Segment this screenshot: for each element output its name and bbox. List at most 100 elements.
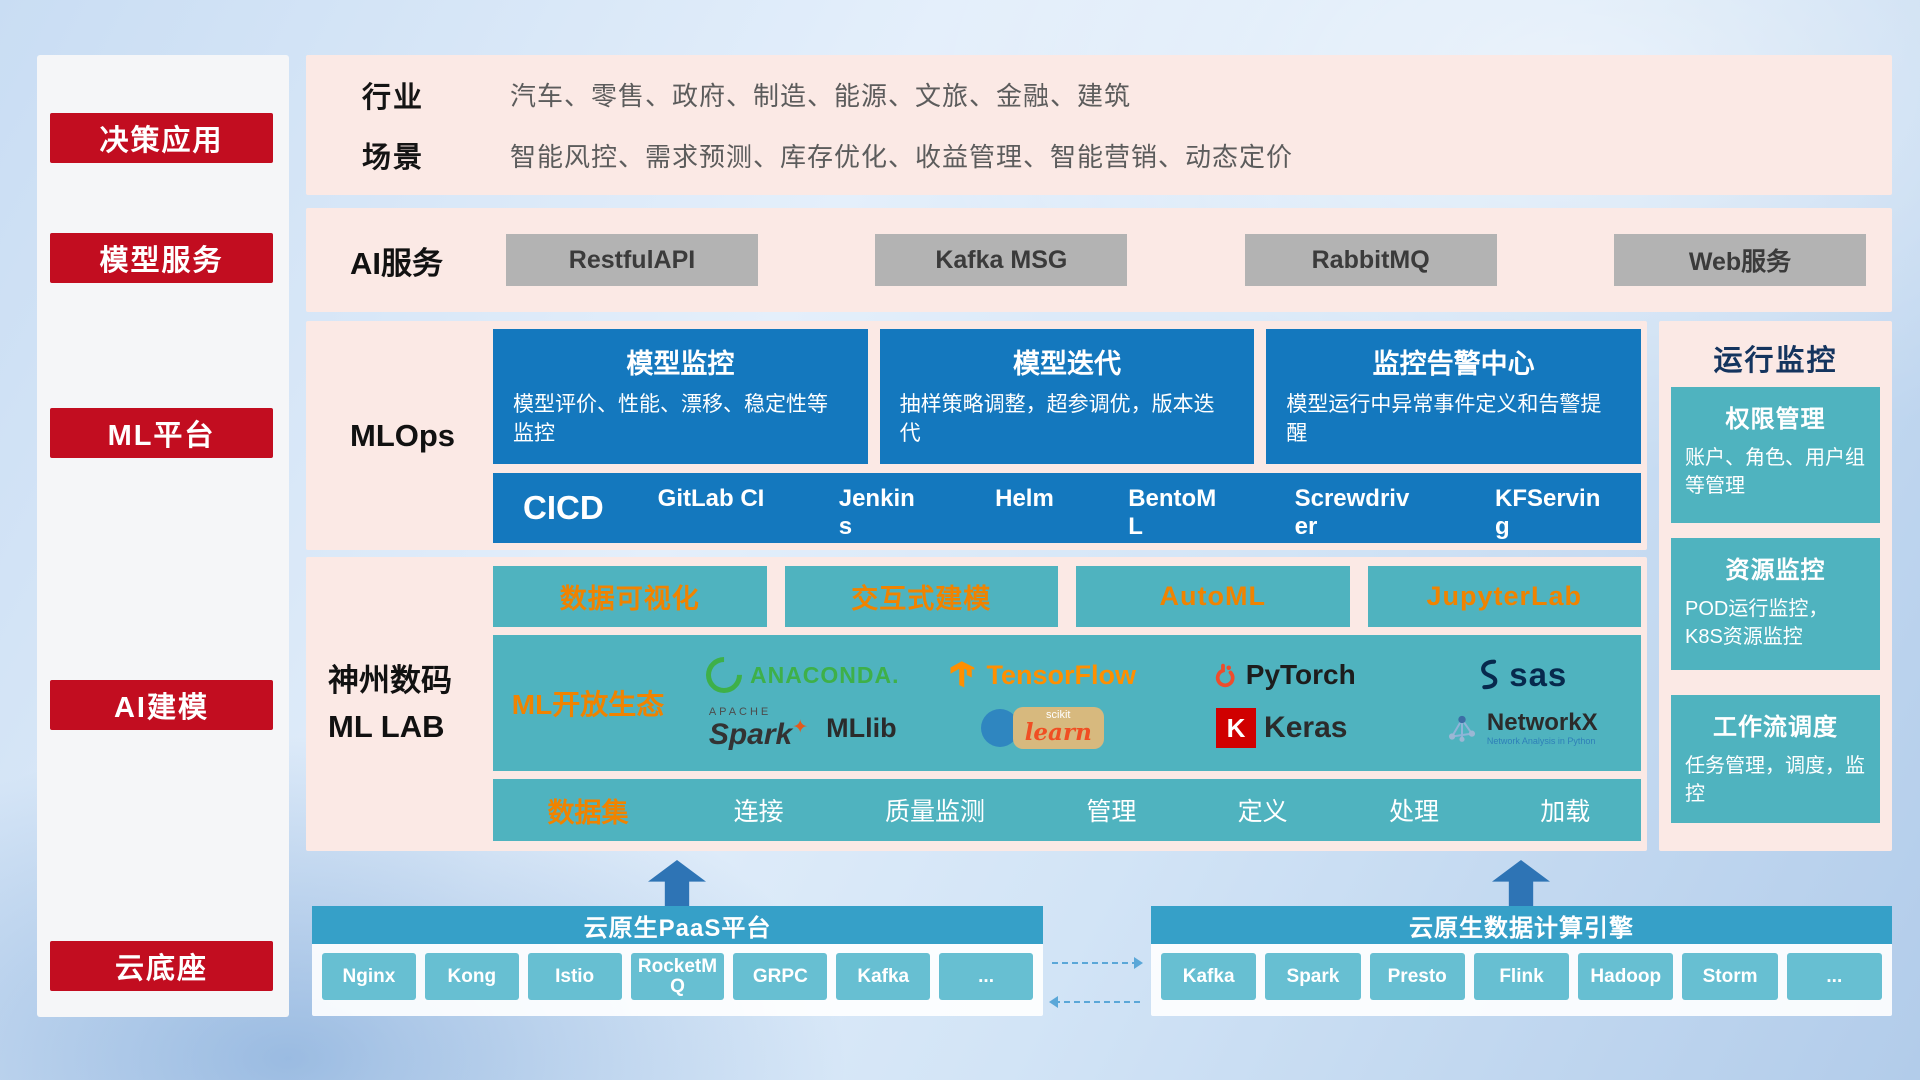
dataset-item-connect: 连接 (733, 798, 784, 826)
automl-button[interactable]: AutoML (1076, 566, 1350, 627)
industry-row: 行业 汽车、零售、政府、制造、能源、文旅、金融、建筑 (362, 74, 1892, 116)
runtime-monitoring-title: 运行监控 (1713, 345, 1838, 377)
paas-platform-group: 云原生PaaS平台 Nginx Kong Istio RocketMQ GRPC… (312, 906, 1043, 1016)
chip-engine-more[interactable]: ... (1786, 953, 1882, 1000)
sidebar-item-model-service[interactable]: 模型服务 (50, 233, 273, 283)
anaconda-icon (698, 649, 750, 701)
spark-mllib-logo: APACHE Spark✦ MLlib (683, 706, 923, 750)
model-monitoring-title: 模型监控 (626, 349, 735, 379)
ml-lab-label-line1: 神州数码 (328, 662, 452, 698)
chip-storm[interactable]: Storm (1682, 953, 1778, 1000)
ai-service-label: AI服务 (350, 245, 443, 281)
spark-apache-label: APACHE (708, 706, 772, 718)
workflow-scheduling-title: 工作流调度 (1713, 714, 1838, 741)
scene-list: 智能风控、需求预测、库存优化、收益管理、智能营销、动态定价 (510, 141, 1294, 172)
dataset-item-quality: 质量监测 (884, 798, 985, 826)
data-visualization-button[interactable]: 数据可视化 (493, 566, 767, 627)
dashed-arrow-right-icon (1052, 957, 1143, 969)
chip-spark[interactable]: Spark (1265, 953, 1361, 1000)
permission-management-card: 权限管理 账户、角色、用户组等管理 (1671, 387, 1880, 523)
workflow-scheduling-desc: 任务管理，调度，监控 (1685, 755, 1865, 805)
tensorflow-wordmark: TensorFlow (986, 659, 1136, 690)
chip-flink[interactable]: Flink (1473, 953, 1570, 1000)
chip-hadoop[interactable]: Hadoop (1578, 953, 1674, 1000)
scikit-learn-logo: scikit learn (923, 707, 1163, 749)
mlops-label: MLOps (350, 417, 456, 453)
ml-lab-tools: 数据可视化 交互式建模 AutoML JupyterLab (493, 566, 1641, 627)
chip-istio[interactable]: Istio (527, 953, 622, 1000)
chip-presto[interactable]: Presto (1369, 953, 1465, 1000)
model-monitoring-card: 模型监控 模型评价、性能、漂移、稳定性等监控 (493, 329, 868, 464)
chip-engine-kafka[interactable]: Kafka (1161, 953, 1257, 1000)
sidebar-item-cloud-base[interactable]: 云底座 (50, 941, 273, 991)
sas-wordmark: sas (1509, 656, 1568, 693)
chip-kong[interactable]: Kong (424, 953, 519, 1000)
networkx-icon (1448, 715, 1475, 742)
sidebar-item-decision-apps[interactable]: 决策应用 (50, 113, 273, 163)
alert-center-card: 监控告警中心 模型运行中异常事件定义和告警提醒 (1266, 329, 1642, 464)
scene-row: 场景 智能风控、需求预测、库存优化、收益管理、智能营销、动态定价 (362, 134, 1892, 176)
chip-rocketmq[interactable]: RocketMQ (630, 953, 725, 1000)
resource-monitoring-card: 资源监控 POD运行监控，K8S资源监控 (1671, 538, 1880, 670)
cicd-item-screwdriver: Screwdriver (1294, 485, 1410, 540)
cicd-item-gitlab-ci: GitLab CI (657, 485, 765, 512)
sidebar-item-ml-platform[interactable]: ML平台 (50, 408, 273, 458)
model-iteration-card: 模型迭代 抽样策略调整，超参调优，版本迭代 (879, 329, 1255, 464)
chip-nginx[interactable]: Nginx (322, 953, 416, 1000)
data-engine-group: 云原生数据计算引擎 Kafka Spark Presto Flink Hadoo… (1151, 906, 1892, 1016)
cicd-items: GitLab CI Jenkins Helm BentoML Screwdriv… (658, 473, 1601, 543)
dataset-item-define: 定义 (1237, 798, 1288, 826)
dataset-item-manage: 管理 (1086, 798, 1137, 826)
pytorch-logo: PyTorch (1162, 659, 1402, 691)
scene-label: 场景 (362, 142, 425, 175)
anaconda-logo: ANACONDA. (683, 649, 923, 701)
chip-paas-more[interactable]: ... (939, 953, 1034, 1000)
scikit-learn-badge: scikit learn (1012, 707, 1104, 749)
ml-lab-label-line2: ML LAB (328, 709, 445, 744)
pytorch-icon (1215, 663, 1235, 688)
web-service-button[interactable]: Web服务 (1613, 234, 1866, 286)
spark-star-icon: ✦ (792, 717, 809, 738)
scikit-label: scikit (1046, 709, 1071, 721)
kafka-msg-button[interactable]: Kafka MSG (875, 234, 1128, 286)
interactive-modeling-button[interactable]: 交互式建模 (784, 566, 1058, 627)
keras-icon: K (1216, 708, 1257, 748)
engine-chips: Kafka Spark Presto Flink Hadoop Storm ..… (1151, 944, 1892, 1009)
ml-open-ecosystem-label: ML开放生态 (511, 689, 665, 720)
ecosystem-logo-grid: ANACONDA. TensorFlow PyTorch sas APACHE (683, 649, 1642, 750)
ml-lab-panel: 神州数码 ML LAB 数据可视化 交互式建模 AutoML JupyterLa… (306, 557, 1647, 851)
dataset-label: 数据集 (547, 797, 629, 828)
cicd-item-jenkins: Jenkins (838, 485, 915, 540)
restful-api-button[interactable]: RestfulAPI (506, 234, 758, 286)
spark-wordmark: Spark (708, 718, 793, 751)
rabbitmq-button[interactable]: RabbitMQ (1244, 234, 1497, 286)
mlops-cards: 模型监控 模型评价、性能、漂移、稳定性等监控 模型迭代 抽样策略调整，超参调优，… (493, 329, 1642, 464)
chip-kafka[interactable]: Kafka (836, 953, 931, 1000)
sas-logo: sas (1402, 656, 1642, 694)
industry-label: 行业 (362, 81, 425, 114)
cicd-bar: CICD GitLab CI Jenkins Helm BentoML Scre… (493, 473, 1641, 543)
learn-wordmark: learn (1024, 719, 1092, 746)
resource-monitoring-desc: POD运行监控，K8S资源监控 (1685, 598, 1829, 648)
cicd-item-bentoml: BentoML (1128, 485, 1217, 540)
scikit-learn-icon (980, 709, 1019, 747)
cicd-item-kfserving: KFServing (1494, 485, 1601, 540)
ml-open-ecosystem-block: ML开放生态 ANACONDA. TensorFlow PyTorch sas (493, 635, 1641, 771)
tensorflow-icon (950, 661, 975, 688)
paas-platform-header: 云原生PaaS平台 (312, 906, 1043, 944)
anaconda-wordmark: ANACONDA. (749, 661, 900, 688)
chip-grpc[interactable]: GRPC (733, 953, 828, 1000)
sas-icon (1481, 659, 1498, 690)
cicd-label: CICD (523, 489, 604, 526)
dataset-item-process: 处理 (1388, 798, 1439, 826)
model-iteration-title: 模型迭代 (1013, 349, 1121, 379)
dataset-items: 连接 质量监测 管理 定义 处理 加载 (683, 792, 1641, 828)
keras-logo: K Keras (1162, 708, 1402, 748)
sidebar-item-ai-modeling[interactable]: AI建模 (50, 680, 273, 730)
industry-list: 汽车、零售、政府、制造、能源、文旅、金融、建筑 (510, 81, 1132, 112)
data-engine-header: 云原生数据计算引擎 (1151, 906, 1892, 944)
engine-up-arrow-icon (1492, 860, 1550, 907)
paas-chips: Nginx Kong Istio RocketMQ GRPC Kafka ... (312, 944, 1043, 1009)
jupyterlab-button[interactable]: JupyterLab (1367, 566, 1641, 627)
